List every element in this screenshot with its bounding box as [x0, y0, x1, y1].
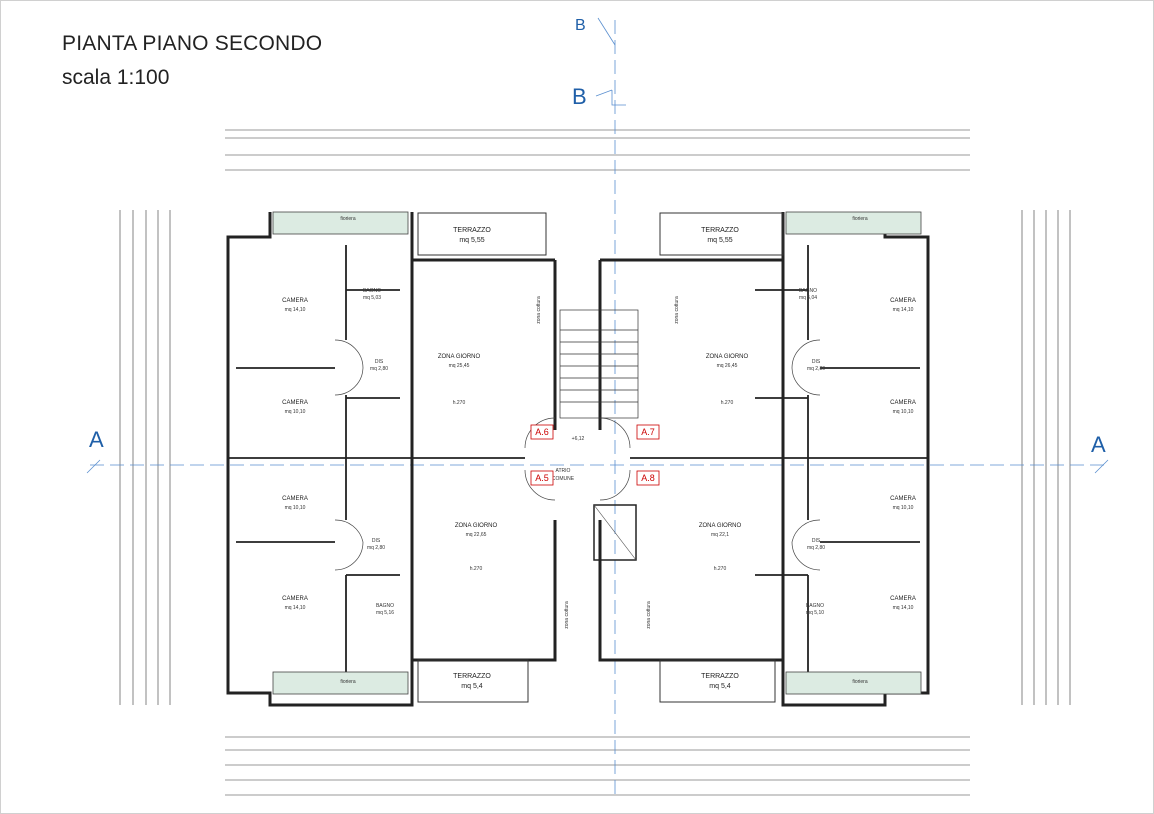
section-a-right-label: A	[1091, 432, 1106, 457]
room-labels: CAMERA mq 14,10 CAMERA mq 10,10 CAMERA m…	[282, 216, 916, 690]
room-height: h.270	[470, 566, 483, 572]
room-name: CAMERA	[890, 596, 916, 602]
room-name: DIS	[372, 538, 381, 544]
room-name: CAMERA	[890, 400, 916, 406]
terraces	[417, 212, 784, 703]
room-area: mq 22,65	[466, 532, 487, 538]
room-name: BAGNO	[363, 288, 381, 294]
door-swings	[334, 339, 821, 571]
room-area: mq 14,10	[285, 605, 306, 611]
level-label: +6,12	[572, 436, 585, 442]
planter-label: fioriera	[340, 679, 356, 685]
room-area: mq 5,55	[459, 237, 484, 244]
room-name: BAGNO	[806, 603, 824, 609]
section-a-left-label: A	[89, 427, 104, 452]
room-name: CAMERA	[890, 298, 916, 304]
planter-label: fioriera	[852, 679, 868, 685]
room-area: mq 5,03	[363, 295, 381, 301]
room-name: ZONA GIORNO	[699, 523, 742, 529]
room-area: mq 10,10	[285, 409, 306, 415]
drawing-title: PIANTA PIANO SECONDO	[62, 32, 323, 55]
room-area: mq 2,80	[807, 545, 825, 551]
room-name: CAMERA	[890, 496, 916, 502]
room-area: mq 5,4	[461, 683, 483, 690]
room-name: CAMERA	[282, 400, 308, 406]
bottom-dimension-lines	[225, 736, 970, 796]
room-name: TERRAZZO	[453, 227, 491, 234]
kitchen-labels: zona cottura zona cottura zona cottura z…	[536, 296, 680, 629]
drawing-scale: scala 1:100	[62, 66, 170, 89]
kitchen-label: zona cottura	[674, 296, 680, 324]
section-b-arrow	[595, 89, 626, 106]
room-area: mq 5,16	[376, 610, 394, 616]
room-height: h.270	[714, 566, 727, 572]
elevator-cross	[593, 504, 637, 561]
atrium-label: ATRIO	[556, 468, 571, 474]
room-name: ZONA GIORNO	[455, 523, 498, 529]
room-area: mq 5,04	[799, 295, 817, 301]
room-area: mq 10,10	[893, 505, 914, 511]
section-b-label: B	[572, 84, 587, 109]
planter-label: fioriera	[852, 216, 868, 222]
kitchen-label: zona cottura	[646, 601, 652, 629]
room-area: mq 5,10	[806, 610, 824, 616]
room-name: TERRAZZO	[453, 673, 491, 680]
room-name: CAMERA	[282, 596, 308, 602]
elevator-shaft	[593, 504, 637, 561]
room-height: h.270	[453, 400, 466, 406]
room-area: mq 26,45	[717, 363, 738, 369]
room-area: mq 2,80	[370, 366, 388, 372]
room-name: DIS	[812, 359, 821, 365]
section-b-top-label: B	[575, 17, 586, 34]
staircase	[559, 309, 639, 419]
section-a-arrow-left	[86, 459, 101, 474]
room-name: DIS	[375, 359, 384, 365]
room-area: mq 5,55	[707, 237, 732, 244]
room-area: mq 10,10	[285, 505, 306, 511]
room-name: CAMERA	[282, 496, 308, 502]
room-name: BAGNO	[799, 288, 817, 294]
room-area: mq 14,10	[893, 605, 914, 611]
room-area: mq 2,80	[367, 545, 385, 551]
internal-walls	[228, 245, 928, 685]
room-area: mq 14,10	[285, 307, 306, 313]
axis-label: A.7	[641, 427, 655, 437]
axis-markers: A.6 A.7 A.5 A.8	[530, 424, 660, 486]
planters	[272, 211, 922, 695]
room-area: mq 2,80	[807, 366, 825, 372]
top-dimension-lines	[225, 129, 970, 171]
side-dimension-lines	[119, 210, 1071, 705]
room-name: DIS	[812, 538, 821, 544]
kitchen-label: zona cottura	[536, 296, 542, 324]
axis-label: A.8	[641, 473, 655, 483]
room-name: CAMERA	[282, 298, 308, 304]
atrium-label: COMUNE	[552, 476, 575, 482]
room-height: h.270	[721, 400, 734, 406]
room-area: mq 22,1	[711, 532, 729, 538]
room-area: mq 5,4	[709, 683, 731, 690]
room-area: mq 25,45	[449, 363, 470, 369]
planter-label: fioriera	[340, 216, 356, 222]
room-area: mq 10,10	[893, 409, 914, 415]
room-name: BAGNO	[376, 603, 394, 609]
kitchen-label: zona cottura	[564, 601, 570, 629]
section-b-arrow-top	[597, 17, 616, 46]
room-name: ZONA GIORNO	[706, 354, 749, 360]
room-name: TERRAZZO	[701, 227, 739, 234]
room-name: ZONA GIORNO	[438, 354, 481, 360]
room-name: TERRAZZO	[701, 673, 739, 680]
room-area: mq 14,10	[893, 307, 914, 313]
axis-label: A.6	[535, 427, 549, 437]
section-a-arrow-right	[1094, 459, 1109, 474]
axis-label: A.5	[535, 473, 549, 483]
